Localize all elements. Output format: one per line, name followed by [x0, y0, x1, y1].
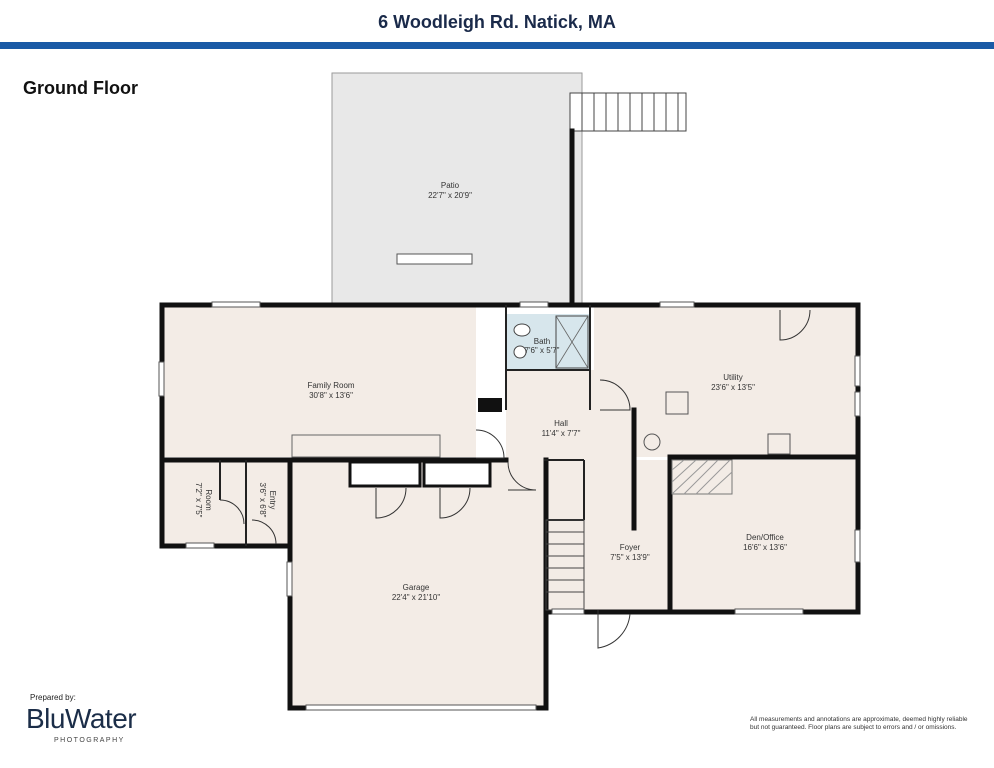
windows — [158, 301, 861, 711]
closet-area — [634, 460, 670, 528]
bath-area — [506, 314, 590, 370]
hall-area — [506, 370, 634, 460]
garage-size: 22'4" x 21'10" — [392, 593, 440, 602]
entry-area — [246, 460, 288, 546]
room-name: Room — [204, 489, 213, 511]
hall-name: Hall — [554, 419, 568, 428]
den-area — [670, 460, 858, 612]
brand-logo: BluWater — [26, 703, 137, 734]
room-area — [162, 460, 246, 546]
utility-area — [594, 305, 858, 457]
hall-size: 11'4" x 7'7" — [542, 429, 581, 438]
patio-fixture — [396, 253, 473, 265]
family-room-name: Family Room — [307, 381, 354, 390]
utility-box — [767, 433, 791, 455]
foyer-name: Foyer — [620, 543, 641, 552]
bath-toilet — [513, 323, 531, 337]
header-rule — [0, 42, 994, 49]
utility-fixture — [665, 391, 689, 415]
bath-sink — [513, 345, 527, 359]
door-swings — [219, 309, 811, 649]
bath-shower — [555, 315, 589, 369]
entry-name: Entry — [268, 491, 277, 510]
den-name: Den/Office — [746, 533, 784, 542]
prepared-by-label: Prepared by: — [30, 693, 76, 702]
garage-area — [290, 460, 544, 708]
disclaimer-text: All measurements and annotations are app… — [750, 716, 968, 731]
bath-name: Bath — [534, 337, 550, 346]
den-size: 16'6" x 13'6" — [743, 543, 787, 552]
utility-size: 23'6" x 13'5" — [711, 383, 755, 392]
page-title: 6 Woodleigh Rd. Natick, MA — [378, 12, 616, 32]
entry-size: 3'6" x 6'8" — [258, 483, 267, 518]
bath-size: 7'6" x 5'7" — [525, 346, 560, 355]
family-room-size: 30'8" x 13'6" — [309, 391, 353, 400]
patio-size: 22'7" x 20'9" — [428, 191, 472, 200]
room-size: 7'2" x 7'5" — [194, 483, 203, 518]
water-heater — [643, 433, 661, 451]
foyer-size: 7'5" x 13'9" — [610, 553, 650, 562]
brand-subtitle: PHOTOGRAPHY — [54, 737, 125, 744]
fireplace — [671, 459, 733, 495]
interior-walls — [219, 305, 591, 546]
family-stove — [478, 398, 502, 412]
utility-name: Utility — [723, 373, 743, 382]
exterior-stairs — [569, 92, 687, 132]
patio-area — [331, 72, 583, 304]
garage-shelves — [348, 460, 492, 488]
floor-label: Ground Floor — [23, 78, 138, 98]
garage-name: Garage — [403, 583, 430, 592]
patio-name: Patio — [441, 181, 460, 190]
family-counter — [291, 434, 441, 458]
family-room-area — [162, 305, 476, 457]
